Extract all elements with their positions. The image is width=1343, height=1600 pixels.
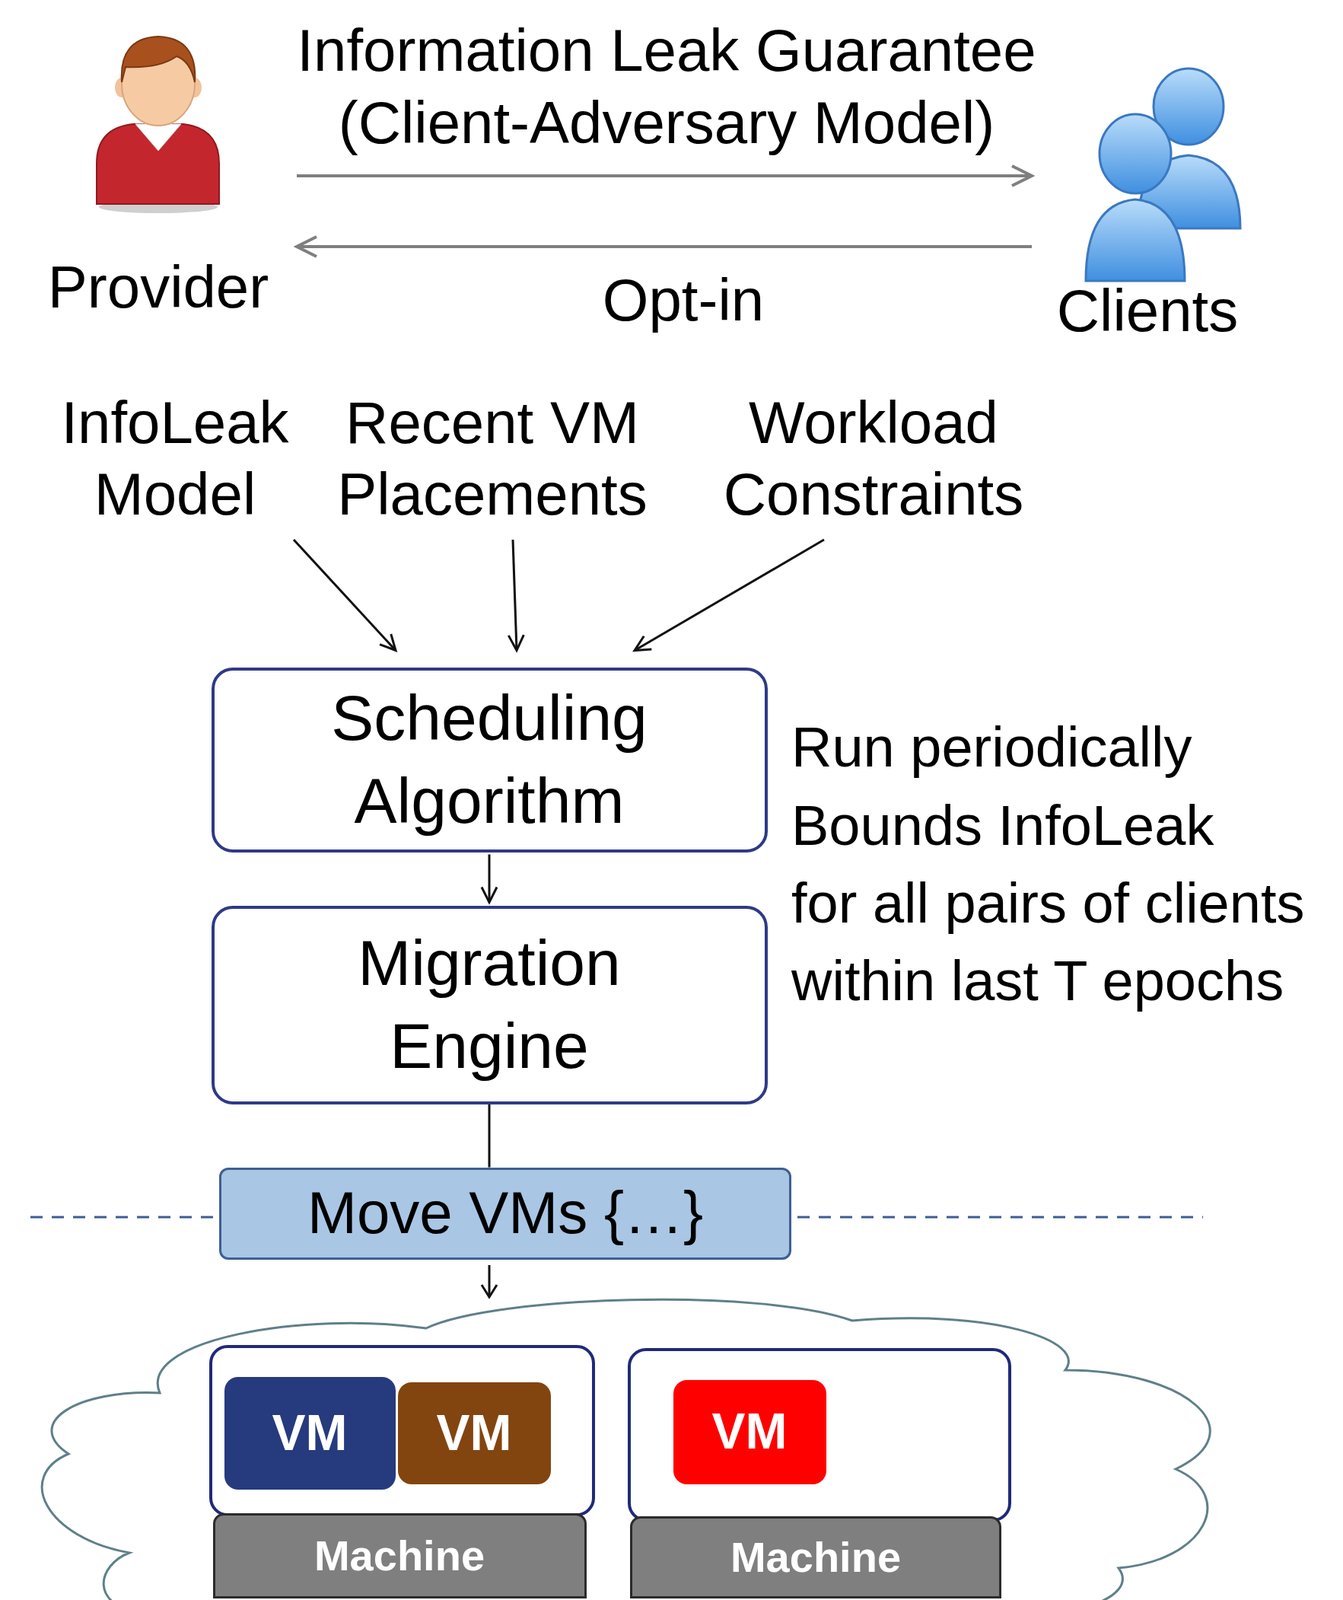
node-text: VM bbox=[436, 1402, 513, 1463]
host-outline bbox=[629, 1349, 1010, 1520]
node-text: Machine bbox=[314, 1529, 485, 1581]
edge-label: Opt-in bbox=[531, 264, 836, 337]
connector-arrow bbox=[634, 539, 825, 651]
node-text: Provider bbox=[47, 251, 269, 324]
node-text: Workload Constraints bbox=[709, 387, 1038, 530]
node-text: VM bbox=[712, 1400, 788, 1461]
node-text: Recent VM Placements bbox=[324, 387, 660, 530]
connector-arrow bbox=[488, 854, 491, 903]
process-box: Scheduling Algorithm bbox=[211, 667, 768, 853]
machine-box: Machine bbox=[213, 1512, 587, 1598]
clients-icon bbox=[1085, 68, 1241, 281]
provider-actor: Provider bbox=[28, 30, 288, 324]
vm-box: VM bbox=[397, 1381, 551, 1484]
edge-label: Information Leak Guarantee (Client-Adver… bbox=[248, 14, 1086, 160]
input-text: Recent VM Placements bbox=[321, 387, 663, 531]
note-text: within last T epochs bbox=[791, 947, 1284, 1016]
note-text: for all pairs of clients bbox=[791, 869, 1305, 938]
note-text: Bounds InfoLeak bbox=[791, 792, 1214, 860]
node-text: VM bbox=[272, 1402, 348, 1463]
node-text: InfoLeak Model bbox=[49, 387, 301, 530]
vm-box: VM bbox=[673, 1379, 827, 1484]
machine-box: Machine bbox=[630, 1515, 1002, 1598]
process-box: Migration Engine bbox=[211, 905, 768, 1105]
clients-actor: Clients bbox=[1040, 63, 1254, 347]
vm-box: VM bbox=[224, 1376, 396, 1490]
connector-arrow bbox=[488, 1104, 491, 1168]
provider-icon bbox=[96, 36, 220, 214]
arrow-head bbox=[481, 1284, 497, 1297]
node-text: Move VMs {…} bbox=[307, 1177, 704, 1249]
node-text: Clients bbox=[1056, 275, 1238, 347]
note-text: Run periodically bbox=[791, 713, 1193, 782]
node-text: Machine bbox=[730, 1530, 901, 1582]
connector-arrow bbox=[296, 245, 1032, 249]
action-box: Move VMs {…} bbox=[219, 1167, 792, 1260]
connector-arrow bbox=[512, 539, 517, 651]
connector-arrow bbox=[296, 174, 1032, 178]
node-text: Scheduling Algorithm bbox=[299, 676, 680, 843]
input-text: Workload Constraints bbox=[706, 387, 1041, 531]
cloud-outline bbox=[41, 1298, 1210, 1600]
input-text: InfoLeak Model bbox=[46, 387, 304, 531]
node-text: Migration Engine bbox=[299, 921, 680, 1088]
host-outline bbox=[210, 1346, 594, 1515]
connector-arrow bbox=[293, 539, 396, 651]
arrow-shaft bbox=[488, 1264, 491, 1296]
